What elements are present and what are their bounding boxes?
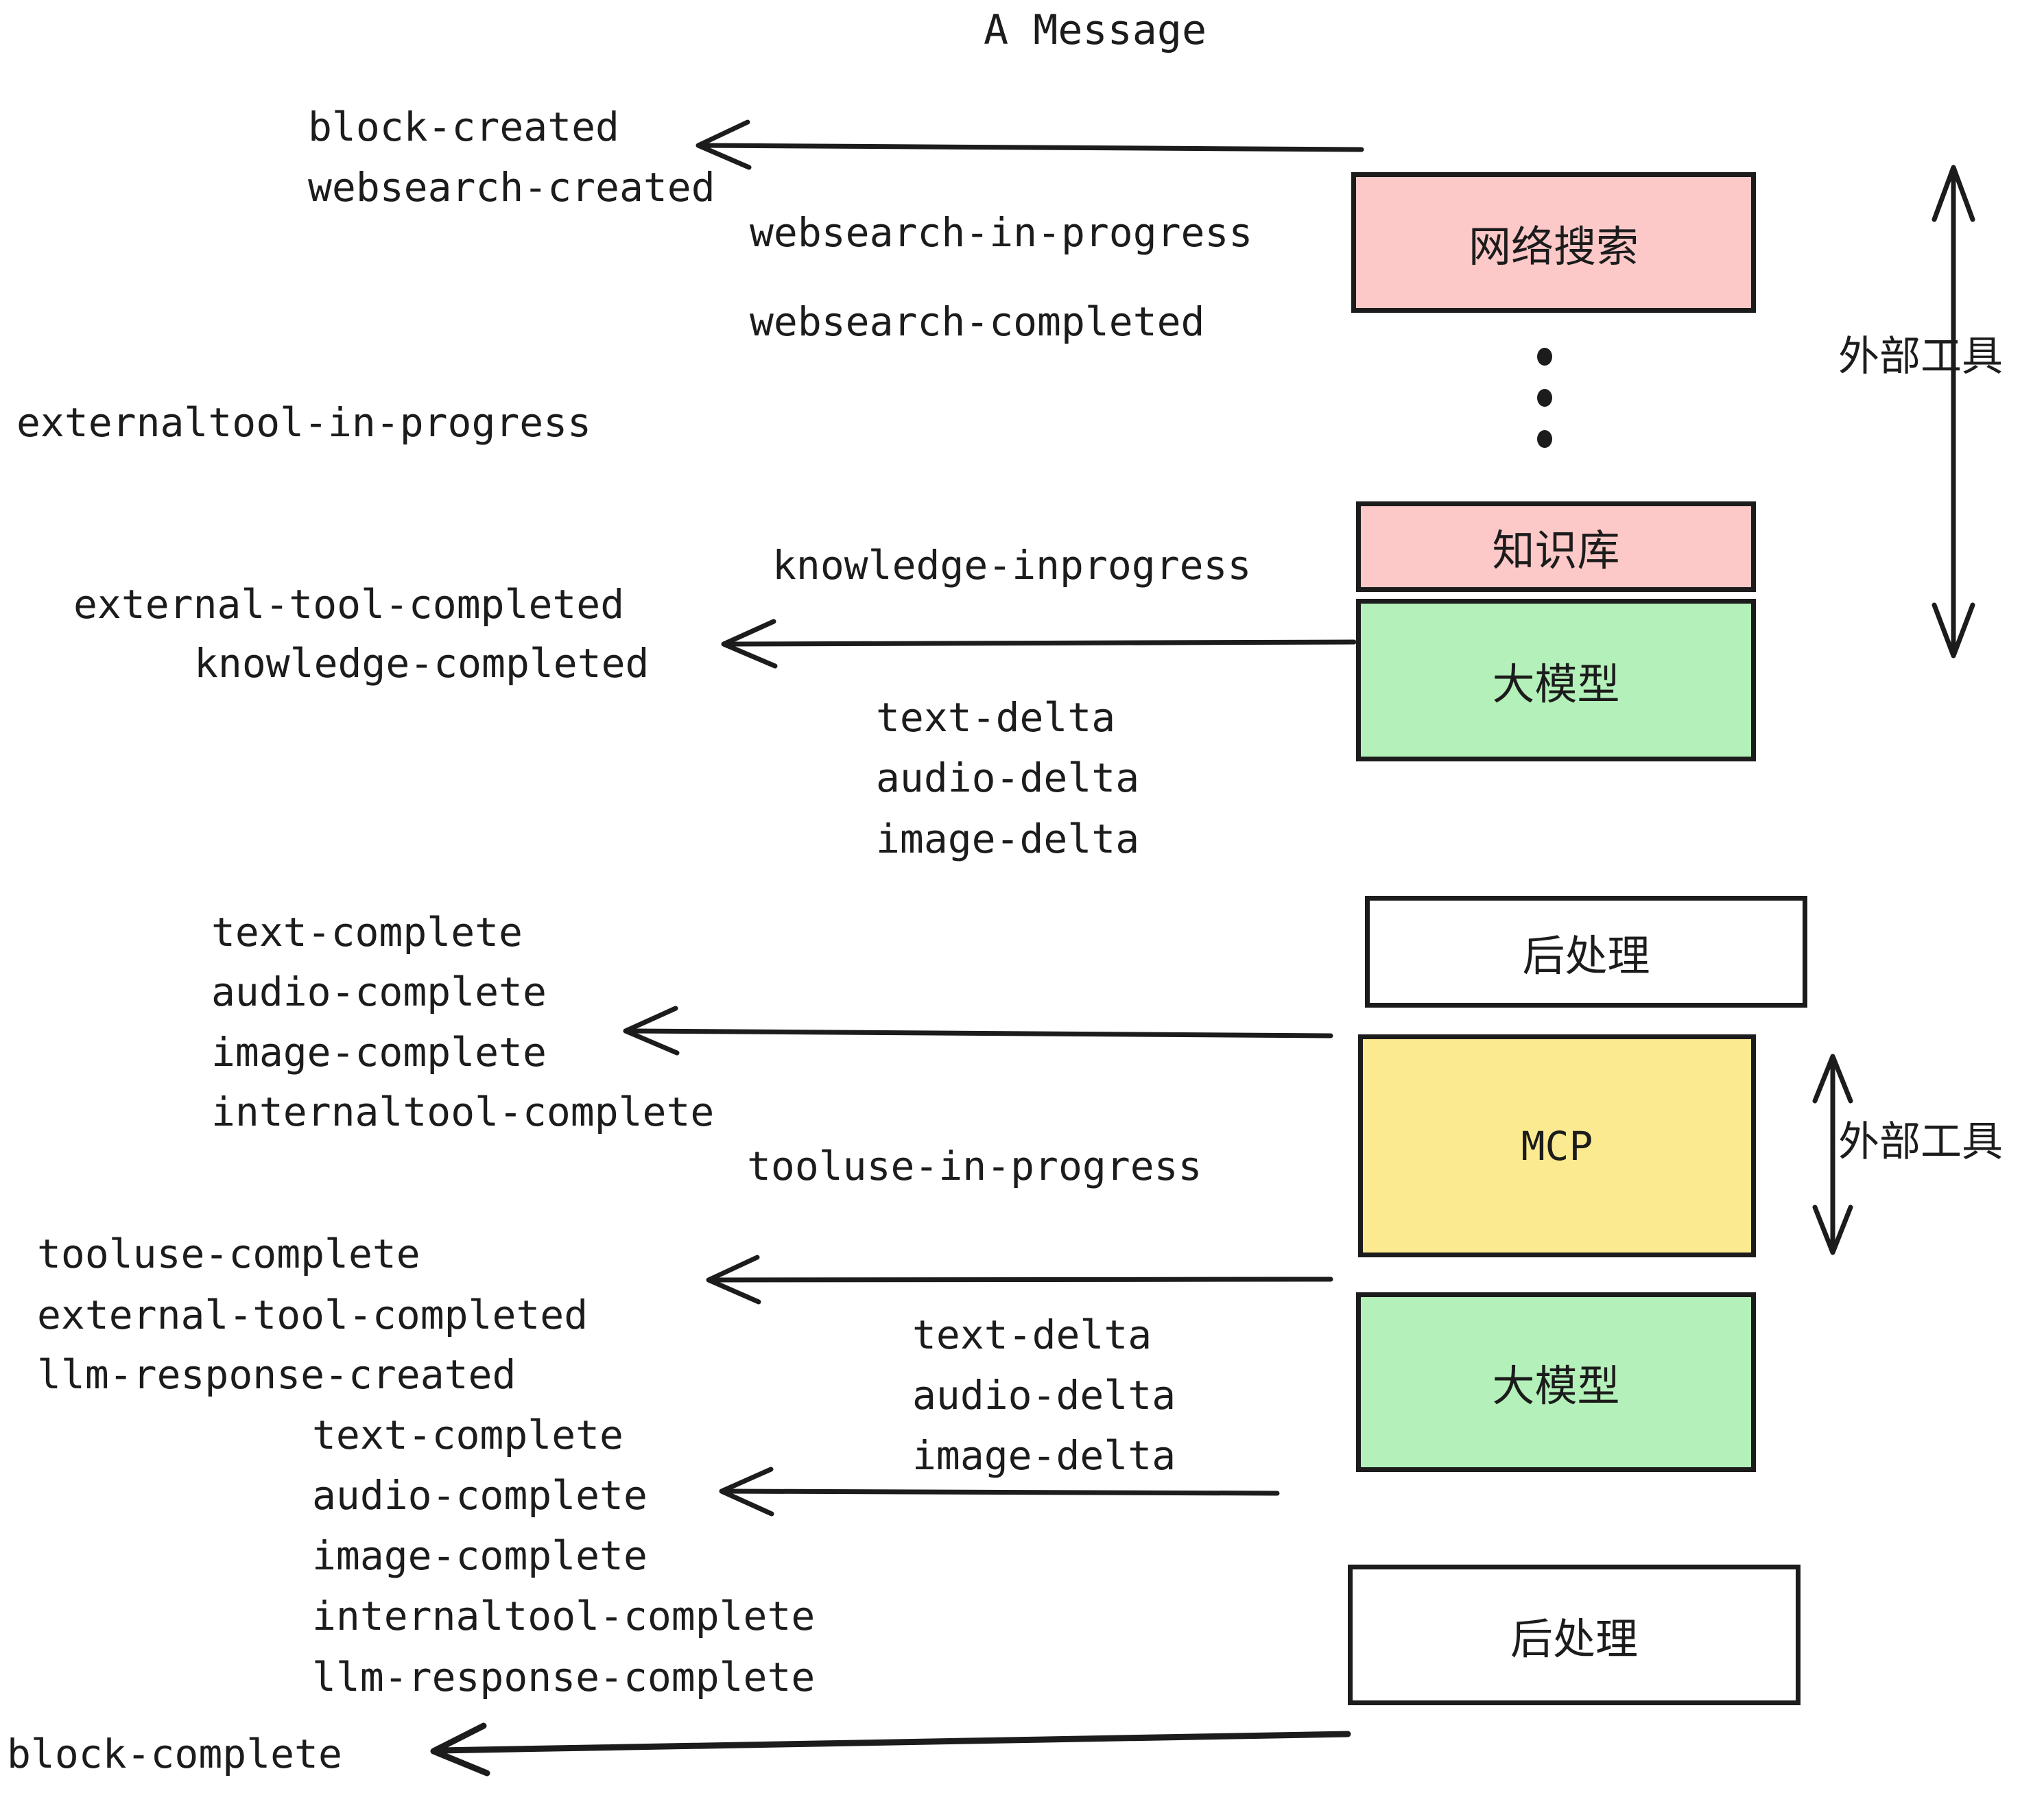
event-label-knowledge-inprogress: knowledge-inprogress bbox=[772, 542, 1252, 589]
ellipsis-dot-1 bbox=[1537, 348, 1552, 366]
event-label-internaltool-complete-2: internaltool-complete bbox=[312, 1593, 816, 1639]
event-label-external-tool-completed-1: external-tool-completed bbox=[73, 581, 625, 628]
node-box-knowledge[interactable]: 知识库 bbox=[1356, 501, 1756, 592]
event-label-text-complete-1: text-complete bbox=[211, 909, 523, 956]
event-label-tooluse-complete: tooluse-complete bbox=[37, 1231, 420, 1277]
arrow-postprocess2-to-block-complete bbox=[430, 1722, 1351, 1777]
event-label-block-complete: block-complete bbox=[7, 1731, 342, 1777]
event-label-tooluse-in-progress: tooluse-in-progress bbox=[747, 1143, 1202, 1189]
arrow-knowledge-to-events bbox=[721, 619, 1357, 669]
node-box-postprocess-2[interactable]: 后处理 bbox=[1348, 1565, 1801, 1705]
diagram-title: A Message bbox=[984, 6, 1207, 54]
node-box-llm-1[interactable]: 大模型 bbox=[1356, 599, 1756, 761]
node-label-knowledge: 知识库 bbox=[1492, 525, 1620, 575]
node-box-postprocess-1[interactable]: 后处理 bbox=[1365, 896, 1807, 1008]
annotation-external-tool-bottom: 外部工具 bbox=[1838, 1118, 2003, 1166]
event-label-text-delta-1: text-delta bbox=[876, 694, 1116, 741]
node-label-postprocess-2: 后处理 bbox=[1510, 1613, 1638, 1664]
node-box-mcp[interactable]: MCP bbox=[1358, 1034, 1756, 1257]
event-label-knowledge-completed: knowledge-completed bbox=[194, 640, 650, 687]
event-label-image-complete-1: image-complete bbox=[211, 1029, 547, 1076]
node-label-llm-2: 大模型 bbox=[1492, 1361, 1620, 1411]
event-label-llm-response-created: llm-response-created bbox=[37, 1351, 516, 1398]
event-label-audio-delta-2: audio-delta bbox=[912, 1372, 1176, 1419]
annotation-external-tool-top: 外部工具 bbox=[1838, 333, 2003, 381]
node-label-postprocess-1: 后处理 bbox=[1522, 930, 1650, 981]
event-label-text-delta-2: text-delta bbox=[912, 1312, 1152, 1358]
node-label-llm-1: 大模型 bbox=[1492, 658, 1620, 709]
event-label-external-tool-completed-2: external-tool-completed bbox=[37, 1292, 589, 1338]
ellipsis-dot-3 bbox=[1537, 430, 1552, 448]
event-label-audio-delta-1: audio-delta bbox=[876, 755, 1140, 801]
event-label-image-complete-2: image-complete bbox=[312, 1532, 647, 1579]
scope-arrow-external-tool-top bbox=[1932, 165, 1975, 658]
event-label-websearch-created: websearch-created bbox=[308, 164, 715, 211]
event-label-websearch-completed: websearch-completed bbox=[750, 298, 1205, 345]
event-label-llm-response-complete: llm-response-complete bbox=[312, 1654, 816, 1700]
event-label-block-created: block-created bbox=[308, 104, 619, 150]
event-label-image-delta-2: image-delta bbox=[912, 1432, 1176, 1479]
node-box-websearch[interactable]: 网络搜索 bbox=[1351, 172, 1756, 313]
event-label-image-delta-1: image-delta bbox=[876, 816, 1140, 862]
event-label-externaltool-in-progress: externaltool-in-progress bbox=[16, 399, 592, 446]
node-label-mcp: MCP bbox=[1521, 1122, 1593, 1170]
arrow-websearch-to-events bbox=[696, 119, 1364, 170]
event-label-text-complete-2: text-complete bbox=[312, 1412, 623, 1458]
ellipsis-dot-2 bbox=[1537, 389, 1552, 407]
arrow-mcp-to-events bbox=[706, 1255, 1333, 1305]
node-box-llm-2[interactable]: 大模型 bbox=[1356, 1292, 1756, 1472]
event-label-internaltool-complete-1: internaltool-complete bbox=[211, 1089, 715, 1135]
arrow-postprocess1-to-events bbox=[623, 1006, 1333, 1056]
event-label-audio-complete-2: audio-complete bbox=[312, 1472, 647, 1519]
node-label-websearch: 网络搜索 bbox=[1468, 221, 1639, 272]
event-label-audio-complete-1: audio-complete bbox=[211, 969, 547, 1015]
event-label-websearch-in-progress: websearch-in-progress bbox=[750, 209, 1253, 256]
